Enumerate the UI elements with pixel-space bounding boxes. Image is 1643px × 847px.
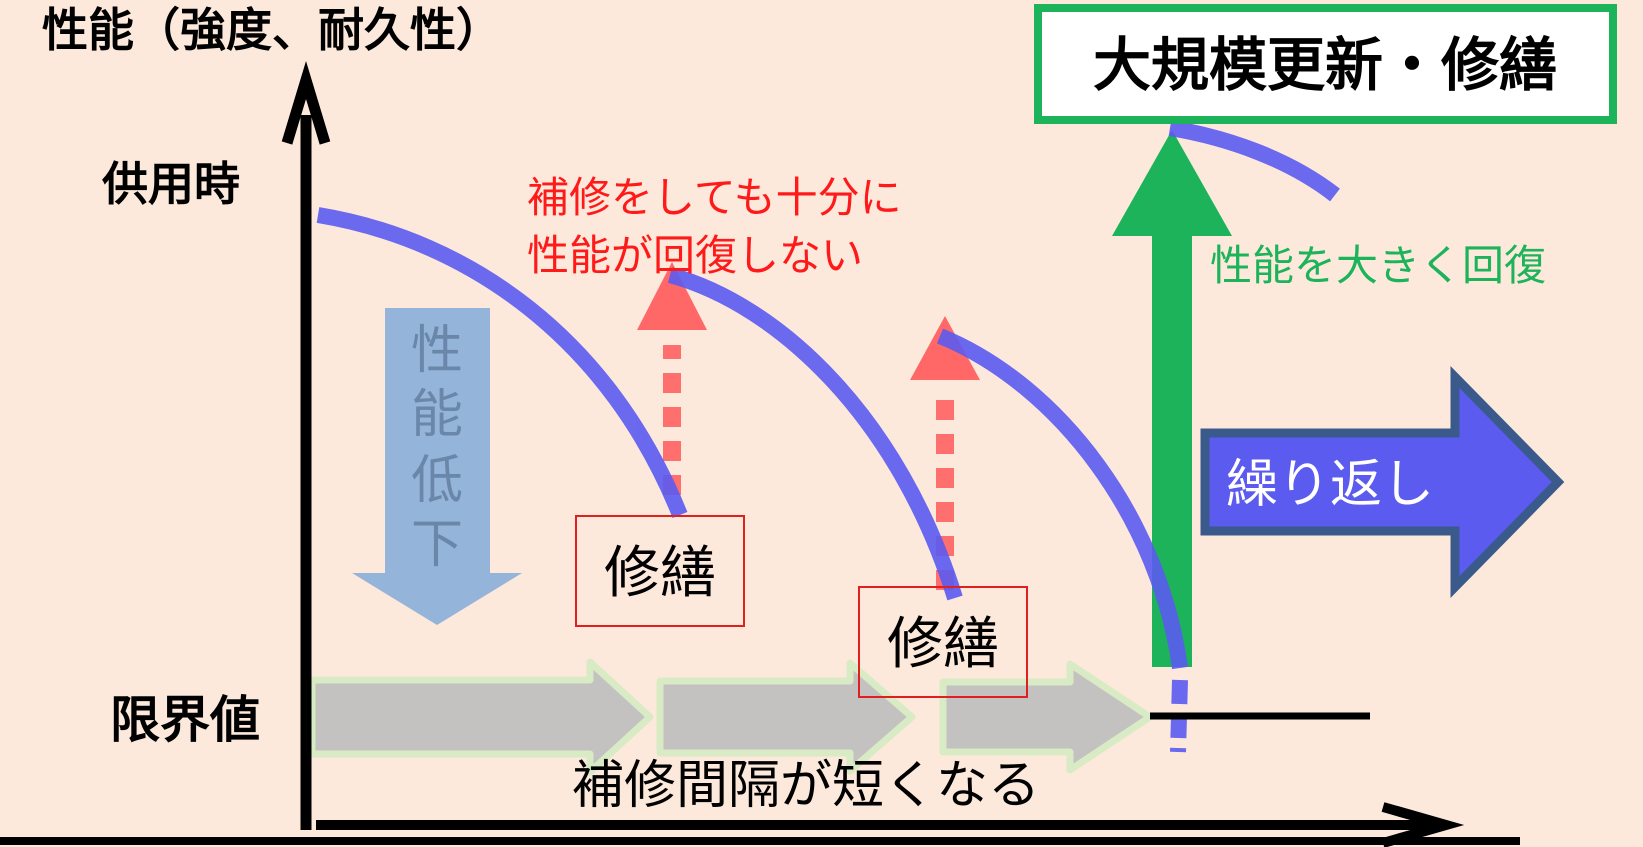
performance-curve-4 [1168,120,1340,202]
major-renewal-label: 大規模更新・修繕 [1093,31,1557,99]
y-axis-arrowhead [281,60,331,145]
y-axis-title: 性能（強度、耐久性） [42,3,502,57]
performance-decline-arrow [352,308,522,625]
interval-arrow-1 [308,658,654,776]
decline-char-1: 性 [411,322,463,380]
note-line-2: 性能が回復しない [527,232,863,279]
performance-curve-3 [936,328,1188,670]
repair-arrow-1 [637,262,707,495]
repair-box-2-label: 修繕 [887,612,999,675]
decline-char-2: 能 [411,386,463,444]
performance-curve-1 [316,207,688,518]
axes [0,60,1520,847]
note-line-1: 補修をしても十分に [527,174,902,221]
repair-box-2: 修繕 [858,586,1028,698]
interval-arrow-2 [656,659,916,775]
repeat-arrow: 繰り返し [1200,365,1565,599]
interval-shorter-label: 補修間隔が短くなる [572,757,1040,815]
interval-arrows [308,658,1154,776]
major-renewal-box: 大規模更新・修繕 [1034,4,1617,124]
repair-arrow-2 [910,316,980,590]
decline-char-4: 下 [411,516,463,574]
repeat-label: 繰り返し [1226,456,1434,514]
level-service-label: 供用時 [102,157,240,211]
performance-decline-text: 性 能 低 下 [411,322,463,574]
decline-char-3: 低 [411,452,463,510]
major-recovery-text: 性能を大きく回復 [1210,242,1546,289]
performance-curve-2 [667,267,963,601]
interval-arrow-3 [939,660,1154,774]
performance-curves [316,120,1340,753]
repair-box-1-label: 修繕 [604,541,716,604]
repair-box-1: 修繕 [575,515,745,627]
level-limit-label: 限界値 [110,691,260,749]
